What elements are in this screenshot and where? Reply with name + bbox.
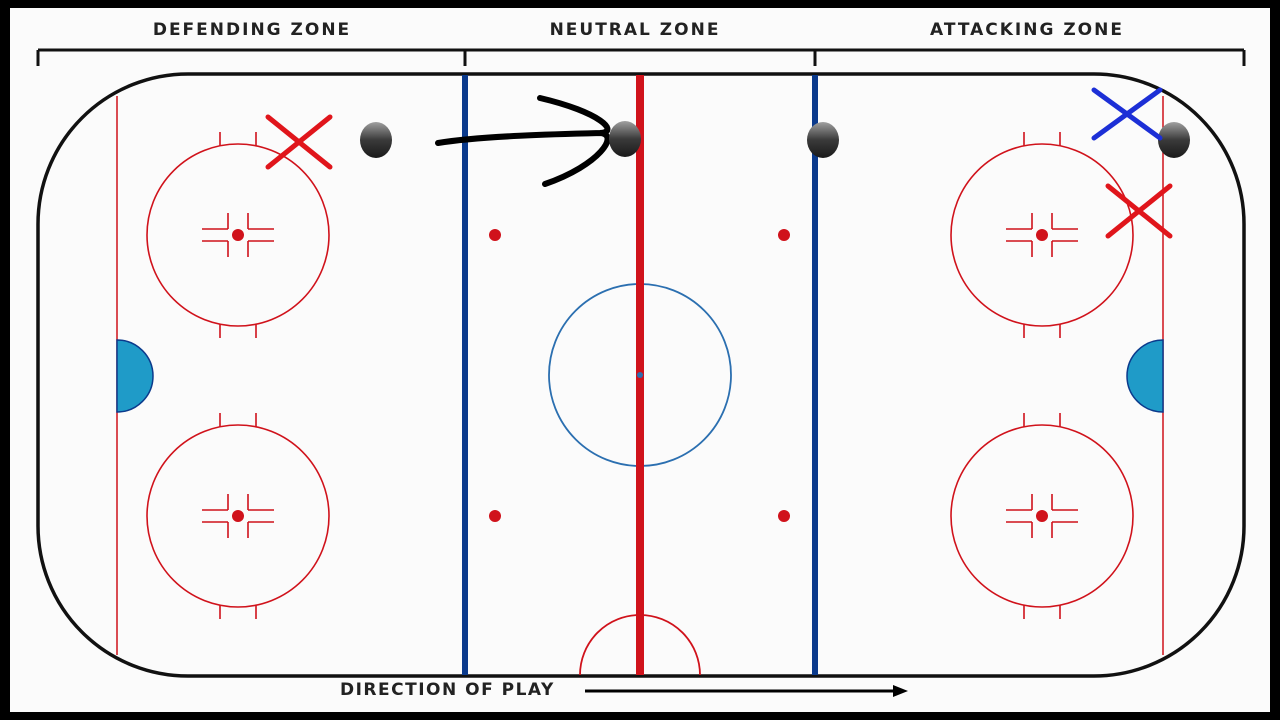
faceoff-circle — [146, 413, 330, 619]
faceoff-dot — [232, 510, 244, 522]
direction-of-play-label: DIRECTION OF PLAY — [340, 680, 555, 700]
faceoff-circles — [146, 132, 1134, 619]
goal-crease-left — [116, 339, 154, 413]
neutral-dot — [778, 229, 790, 241]
pucks — [360, 121, 1190, 158]
player-markers — [265, 87, 1173, 239]
puck-icon — [1158, 122, 1190, 158]
neutral-dot — [489, 510, 501, 522]
neutral-dot — [489, 229, 501, 241]
x-mark-icon — [1105, 183, 1173, 239]
x-mark-icon — [1091, 87, 1163, 141]
faceoff-circle — [950, 413, 1134, 619]
referee-crease — [579, 614, 701, 676]
defending-zone-label: DEFENDING ZONE — [152, 20, 352, 40]
goal-crease-right — [1126, 339, 1164, 413]
faceoff-dot — [1036, 510, 1048, 522]
neutral-zone-label: NEUTRAL ZONE — [549, 20, 721, 40]
puck-icon — [807, 122, 839, 158]
x-mark-icon — [265, 114, 333, 170]
faceoff-dot — [1036, 229, 1048, 241]
attacking-zone-label: ATTACKING ZONE — [930, 20, 1124, 40]
faceoff-dot — [232, 229, 244, 241]
blue-line-right — [812, 75, 818, 675]
curved-arrow-icon — [435, 95, 611, 187]
center-faceoff-dot — [637, 372, 643, 378]
faceoff-circle — [950, 132, 1134, 338]
blue-line-left — [462, 75, 468, 675]
zone-brackets — [36, 48, 1246, 66]
faceoff-circle — [146, 132, 330, 338]
puck-icon — [609, 121, 641, 157]
neutral-zone-dots — [489, 229, 790, 522]
puck-icon — [360, 122, 392, 158]
direction-arrow-icon — [585, 685, 908, 697]
neutral-dot — [778, 510, 790, 522]
